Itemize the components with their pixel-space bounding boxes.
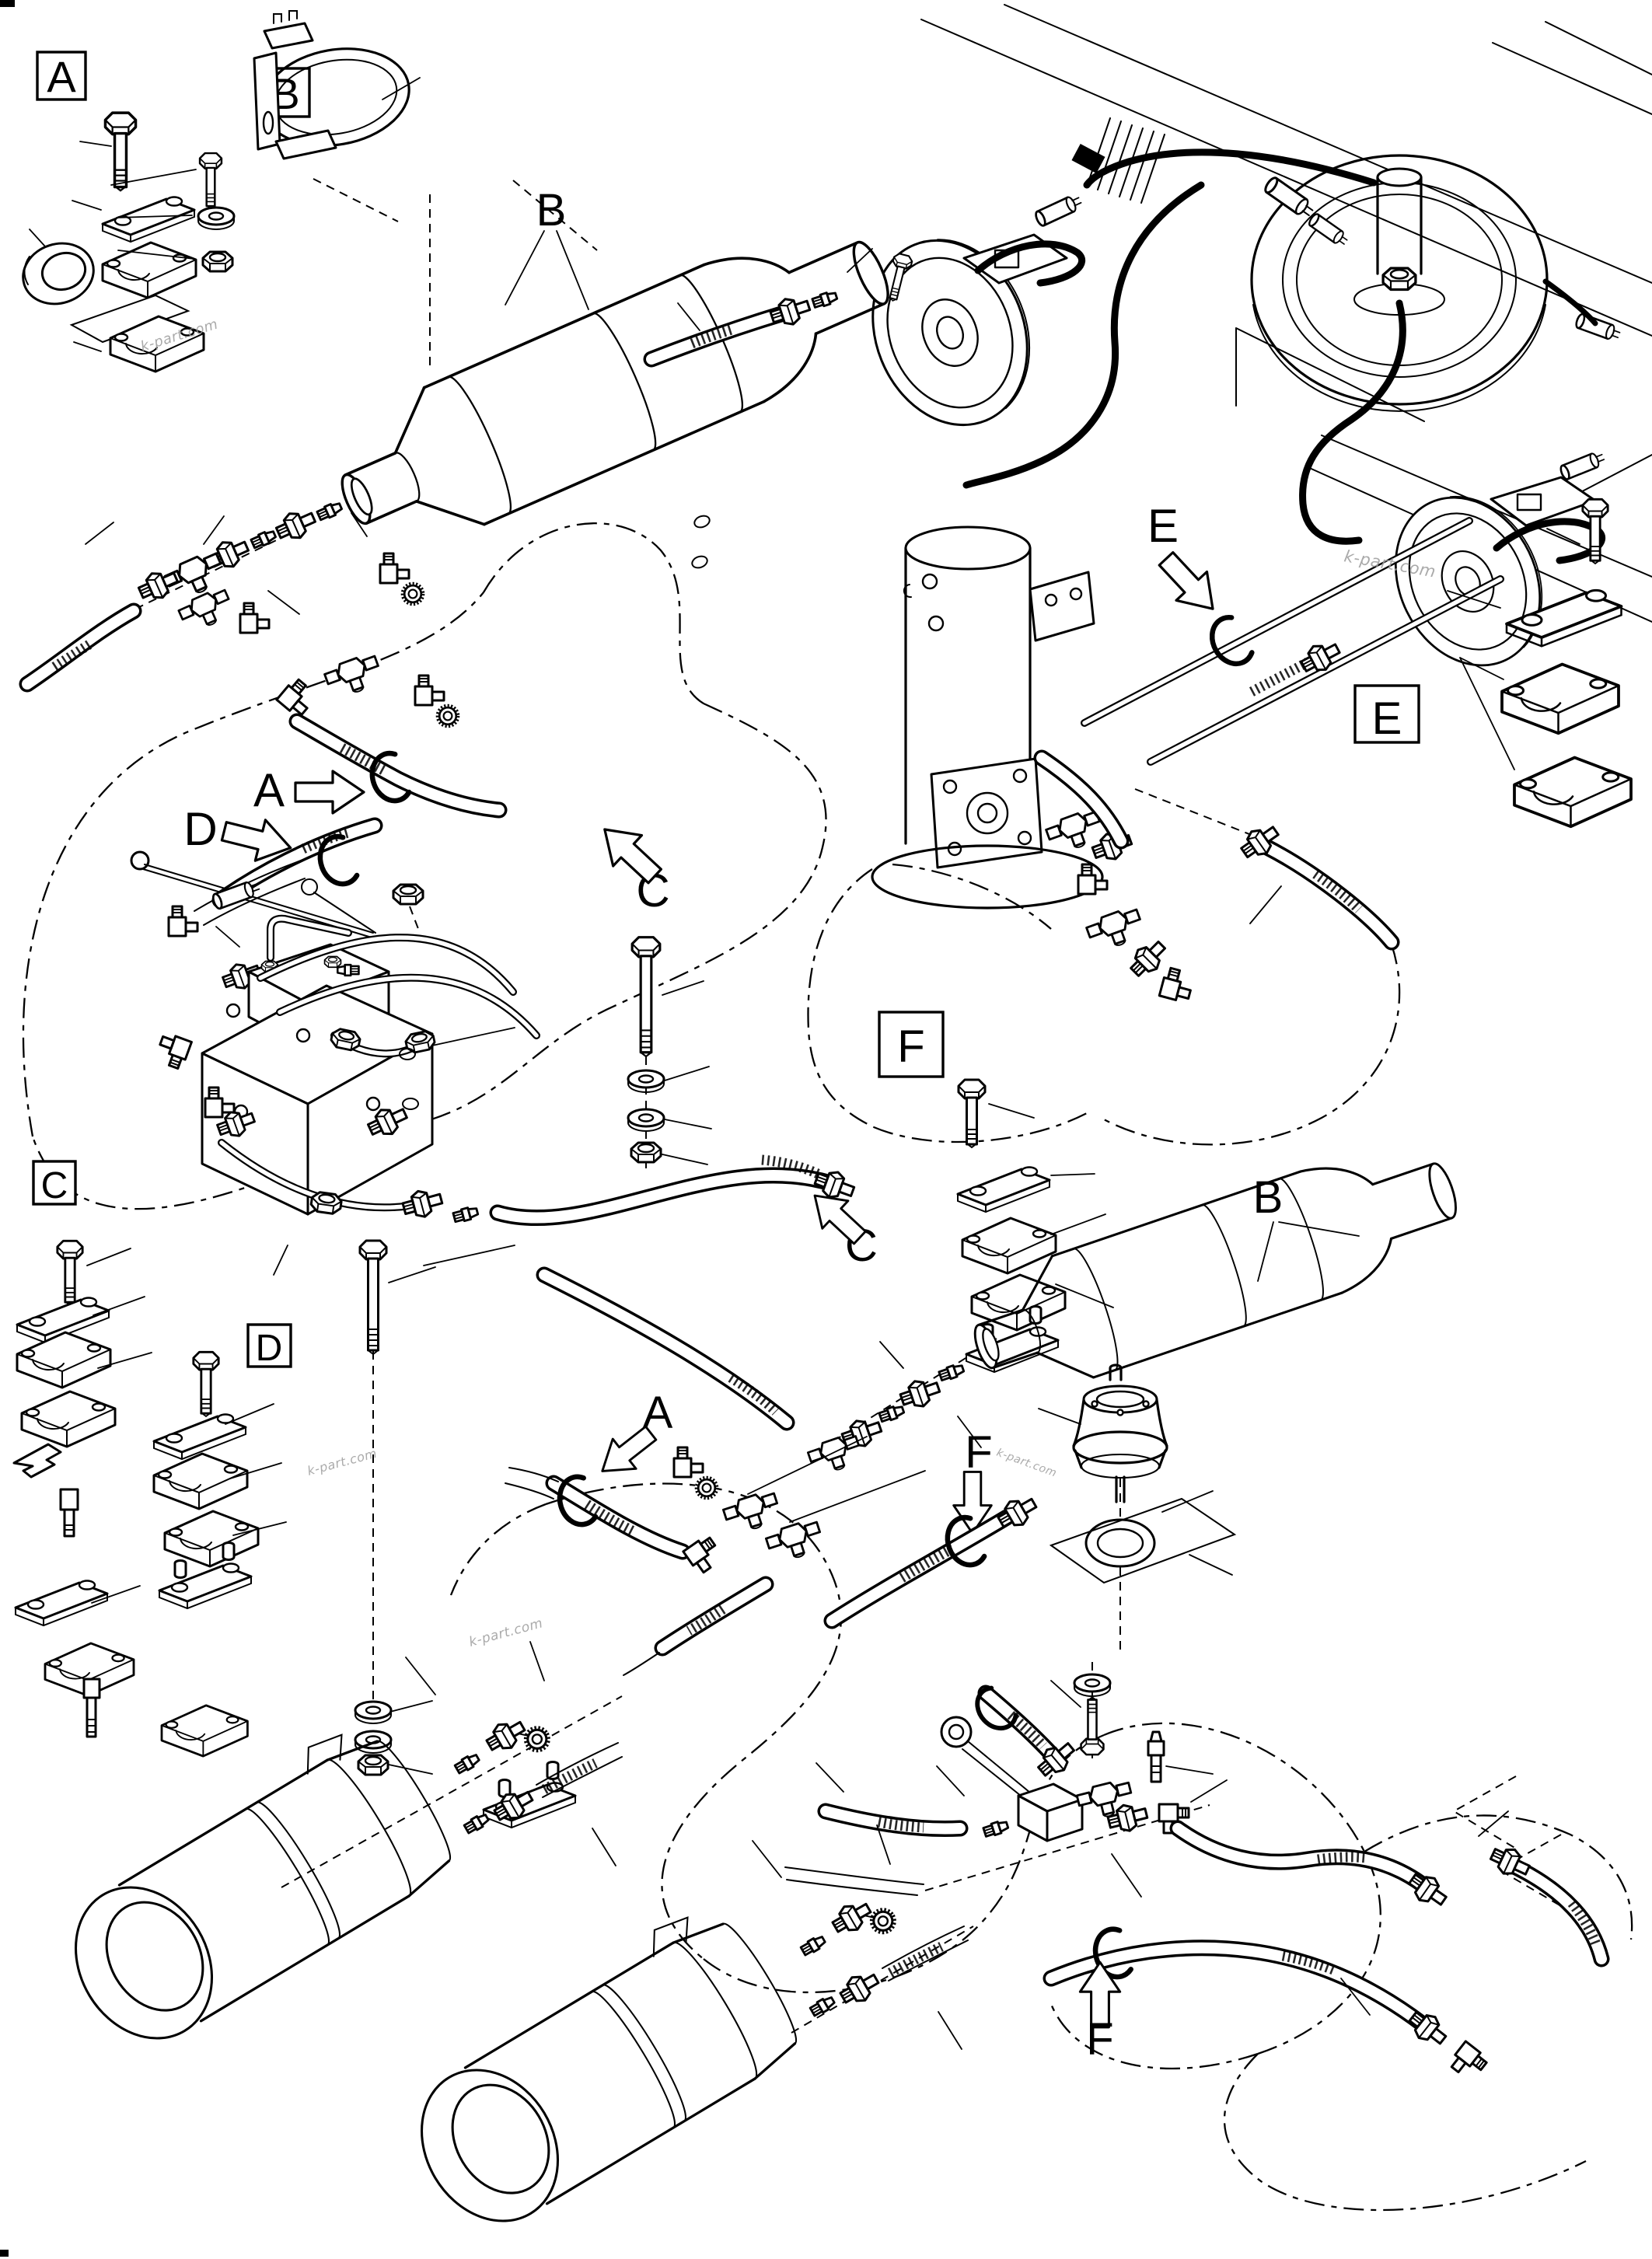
grease-distribution-group	[784, 1673, 1610, 2083]
callout-box-d	[246, 1323, 292, 1368]
callout-box-f	[878, 1011, 945, 1078]
group-f: F	[878, 1011, 1114, 1372]
loose-nut	[392, 883, 424, 906]
grease-nipple	[336, 963, 360, 977]
view-label-a-mid: A	[253, 764, 285, 816]
bolt	[198, 152, 223, 210]
group-b: B	[110, 10, 421, 273]
washer	[197, 206, 236, 231]
view-label-b-top: B	[536, 185, 567, 236]
group-e: E	[1353, 498, 1633, 829]
socket-bolt	[82, 1678, 101, 1738]
hose-ring	[1204, 614, 1254, 671]
bolt-stack-upper	[627, 936, 712, 1165]
socket-bolt	[59, 1488, 79, 1538]
base-plate	[1049, 1497, 1237, 1584]
grease-valve	[829, 1887, 899, 1953]
swing-circle	[1250, 154, 1622, 412]
hose-clip	[1071, 143, 1105, 174]
watermark: k-part.com	[995, 1447, 1059, 1480]
hoses-manifold-right	[489, 1154, 858, 1431]
clamp-half	[1513, 756, 1633, 829]
view-f-low: F	[1078, 1960, 1122, 2065]
arrow-a-mid	[294, 770, 365, 815]
accumulator-cylinder-upper: B	[85, 185, 913, 636]
view-label-f-low: F	[1086, 2014, 1113, 2065]
callout-letter-e: E	[1372, 693, 1402, 744]
accumulator-bell	[1038, 1363, 1237, 1584]
view-a-mid: A	[253, 651, 508, 819]
view-c-low: C	[801, 1180, 878, 1271]
grease-valve	[483, 1706, 553, 1771]
view-f-mid: F	[823, 1427, 1042, 1629]
view-label-f-mid: F	[965, 1427, 992, 1478]
band-clamp	[253, 10, 410, 160]
view-c-mid: C	[589, 812, 671, 917]
center-cylinder	[871, 525, 1196, 1004]
grease-hoses	[962, 148, 1598, 545]
group-d: D	[152, 1323, 575, 1828]
hydraulic-cylinder-1	[37, 1641, 623, 2065]
carbody-frame	[844, 4, 1652, 691]
callout-box-c	[32, 1160, 77, 1206]
bolt-stack-lower	[354, 1239, 436, 1776]
watermark: k-part.com	[306, 1446, 379, 1479]
bolt	[103, 111, 138, 192]
hydraulic-cylinder-2	[382, 1824, 969, 2248]
callout-box-e	[1353, 684, 1420, 744]
corner-mark-top-left	[0, 0, 15, 7]
clamp-plate	[101, 196, 196, 243]
accumulator-cylinder-lower: B	[805, 1126, 1474, 1479]
callout-letter-d: D	[256, 1328, 283, 1369]
clamp-half	[1500, 662, 1620, 735]
track-roller-front	[844, 192, 1086, 450]
group-c: C	[12, 1160, 249, 1758]
arrow-e-top	[1149, 543, 1230, 625]
callout-letter-c: C	[41, 1165, 68, 1206]
spring-clip	[12, 1443, 62, 1479]
bolt	[1080, 1695, 1105, 1756]
group-a: A	[22, 51, 205, 373]
watermark: k-part.com	[467, 1615, 544, 1650]
view-a-low: A	[505, 1388, 926, 1676]
grease-manifold	[153, 878, 540, 1276]
view-label-b-low: B	[1253, 1172, 1284, 1223]
hose-right-mid	[1235, 819, 1400, 951]
clamp-half	[101, 241, 197, 299]
bushing	[22, 242, 95, 306]
plane-mark	[69, 294, 190, 344]
grease-coupler	[1573, 312, 1622, 344]
grease-nipple	[1147, 1730, 1165, 1783]
view-e-top: E	[1081, 500, 1504, 766]
view-label-d-mid: D	[183, 803, 217, 855]
callout-box-a	[36, 51, 87, 101]
callout-letter-a: A	[47, 52, 76, 101]
callout-letter-f: F	[897, 1021, 924, 1072]
nut	[201, 250, 234, 273]
corner-mark-bottom-left	[0, 2250, 9, 2257]
grease-rod	[962, 1741, 1031, 1800]
hoses-top	[19, 248, 873, 693]
view-label-e-top: E	[1147, 500, 1179, 552]
